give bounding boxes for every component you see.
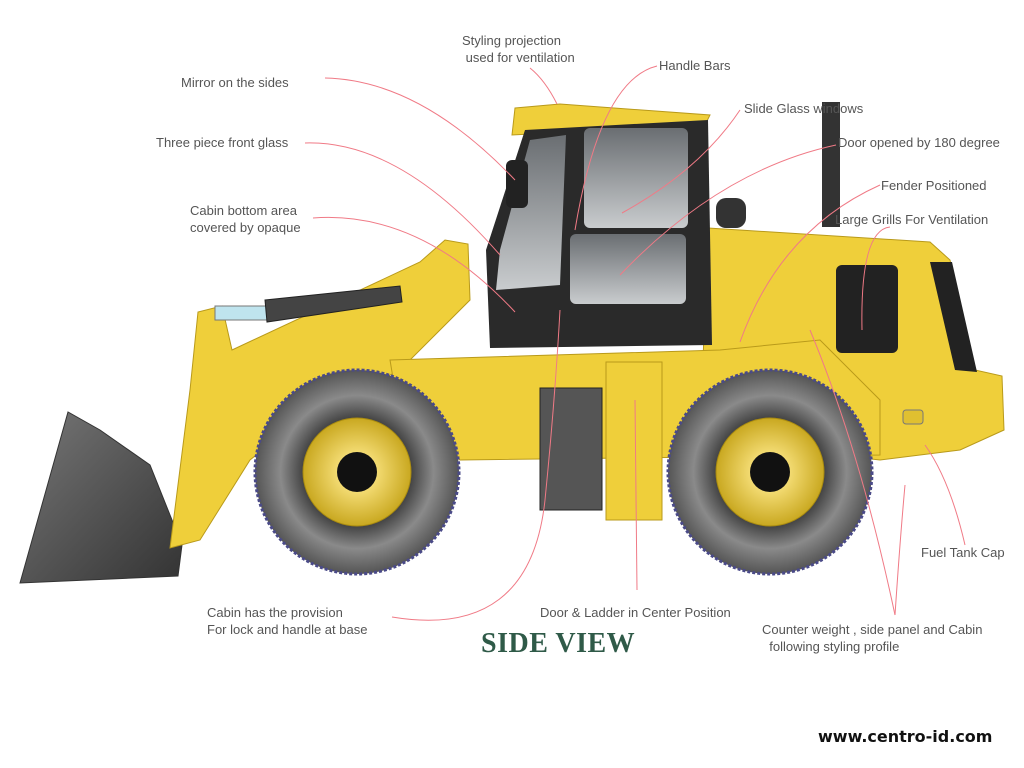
front-glass <box>496 135 566 290</box>
door-upper-window <box>584 128 688 228</box>
callout-door-ladder: Door & Ladder in Center Position <box>540 605 731 620</box>
callout-line: following styling profile <box>769 639 900 654</box>
rear-wheel <box>666 368 874 576</box>
callout-grills: Large Grills For Ventilation <box>835 212 989 227</box>
air-filter-cap <box>716 198 746 228</box>
front-wheel <box>253 368 461 576</box>
hydraulic-cylinder <box>264 285 403 323</box>
leader-lines <box>304 65 966 621</box>
callout-cabin-bottom: Cabin bottom area covered by opaque <box>190 202 301 236</box>
center-axle <box>539 387 603 511</box>
callout-line: Cabin has the provision <box>207 605 343 620</box>
callout-line: For lock and handle at base <box>207 622 368 637</box>
callout-counter-weight: Counter weight , side panel and Cabin fo… <box>762 621 982 655</box>
callout-fuel-cap: Fuel Tank Cap <box>921 545 1005 560</box>
callout-styling-projection: Styling projection used for ventilation <box>462 32 575 66</box>
callout-fender: Fender Positioned <box>881 178 987 193</box>
fuel-tank-cap <box>902 409 924 425</box>
callout-handle-bars: Handle Bars <box>659 58 731 73</box>
rear-window <box>930 262 977 372</box>
ladder <box>605 361 663 521</box>
callout-line: covered by opaque <box>190 220 301 235</box>
page-title: SIDE VIEW <box>481 628 636 659</box>
callout-slide-glass: Slide Glass windows <box>744 101 864 116</box>
callout-line: Cabin bottom area <box>190 203 297 218</box>
exhaust-pipe <box>822 102 840 227</box>
side-mirror <box>506 160 528 208</box>
door-lower-window <box>570 234 686 304</box>
callout-front-glass: Three piece front glass <box>156 135 289 150</box>
callout-line: used for ventilation <box>465 50 575 65</box>
callout-line: Styling projection <box>462 33 561 48</box>
callout-mirror: Mirror on the sides <box>181 75 289 90</box>
callout-line: Counter weight , side panel and Cabin <box>762 622 983 637</box>
website-url: www.centro-id.com <box>818 727 993 746</box>
callout-door-opened: Door opened by 180 degree <box>838 135 1000 150</box>
ventilation-grill <box>836 265 898 353</box>
bucket <box>19 411 183 584</box>
